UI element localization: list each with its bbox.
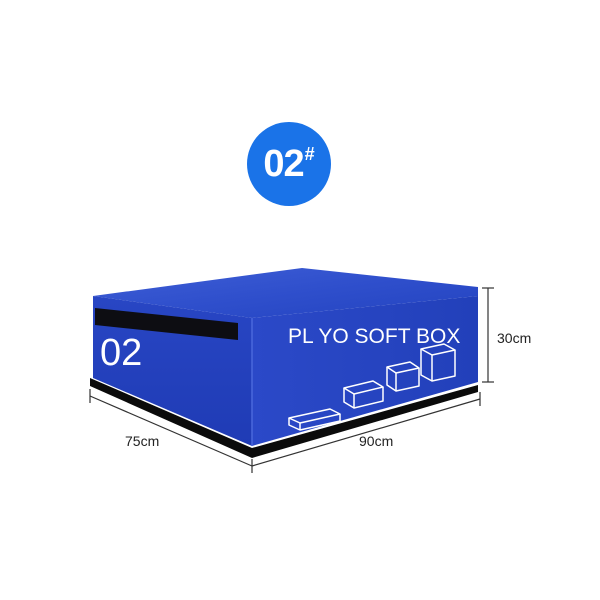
width-label: 90cm [359,433,393,449]
brand-text: PL YO SOFT BOX [288,325,460,348]
box-size-icon-4 [420,343,456,382]
handle-strip [95,308,238,340]
badge-number: 02 [263,142,304,185]
product-number-badge: 02 # [247,122,331,206]
badge-hash-mark: # [304,144,315,164]
box-size-icon-2 [343,380,384,409]
box-size-icon-3 [386,361,420,392]
depth-label: 75cm [125,433,159,449]
box-size-icon-1 [288,408,341,431]
front-number: 02 [100,332,142,374]
box-base-shadow [90,378,478,458]
box-top-face [93,268,478,318]
box-side-face [252,296,478,446]
height-dimension-line [482,287,494,383]
width-dimension-line [251,392,481,467]
height-label: 30cm [497,330,531,346]
